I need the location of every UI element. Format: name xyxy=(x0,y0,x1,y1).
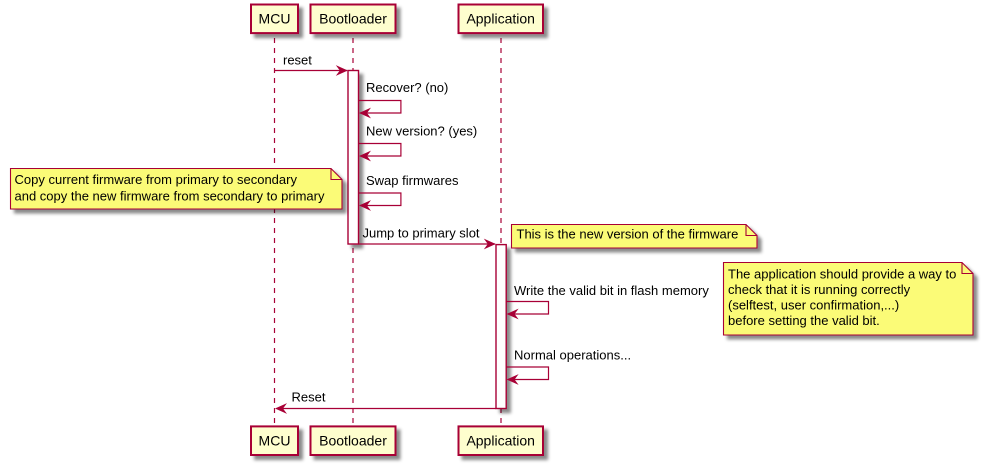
svg-text:Application: Application xyxy=(466,11,535,27)
svg-text:Bootloader: Bootloader xyxy=(319,11,387,27)
svg-text:Recover? (no): Recover? (no) xyxy=(366,80,448,95)
svg-text:before setting the valid bit.: before setting the valid bit. xyxy=(728,313,880,328)
svg-text:New version? (yes): New version? (yes) xyxy=(366,124,477,139)
svg-text:MCU: MCU xyxy=(259,433,291,449)
svg-text:Swap firmwares: Swap firmwares xyxy=(366,173,459,188)
svg-text:This is the new version of the: This is the new version of the firmware xyxy=(517,227,739,242)
svg-text:Bootloader: Bootloader xyxy=(319,433,387,449)
svg-text:Write the valid bit in flash m: Write the valid bit in flash memory xyxy=(514,283,709,298)
svg-text:(selftest, user confirmation,.: (selftest, user confirmation,...) xyxy=(728,298,899,313)
svg-text:Copy current firmware from pri: Copy current firmware from primary to se… xyxy=(15,172,298,187)
svg-text:Normal operations...: Normal operations... xyxy=(514,348,631,363)
svg-text:check that it is running corre: check that it is running correctly xyxy=(728,282,911,297)
svg-text:Application: Application xyxy=(466,433,535,449)
svg-text:The application should provide: The application should provide a way to xyxy=(728,267,956,282)
svg-text:and copy the new firmware from: and copy the new firmware from secondary… xyxy=(15,189,325,204)
svg-text:Reset: Reset xyxy=(292,390,326,405)
svg-text:Jump to primary slot: Jump to primary slot xyxy=(363,226,480,241)
svg-text:reset: reset xyxy=(283,53,312,68)
svg-text:MCU: MCU xyxy=(259,11,291,27)
